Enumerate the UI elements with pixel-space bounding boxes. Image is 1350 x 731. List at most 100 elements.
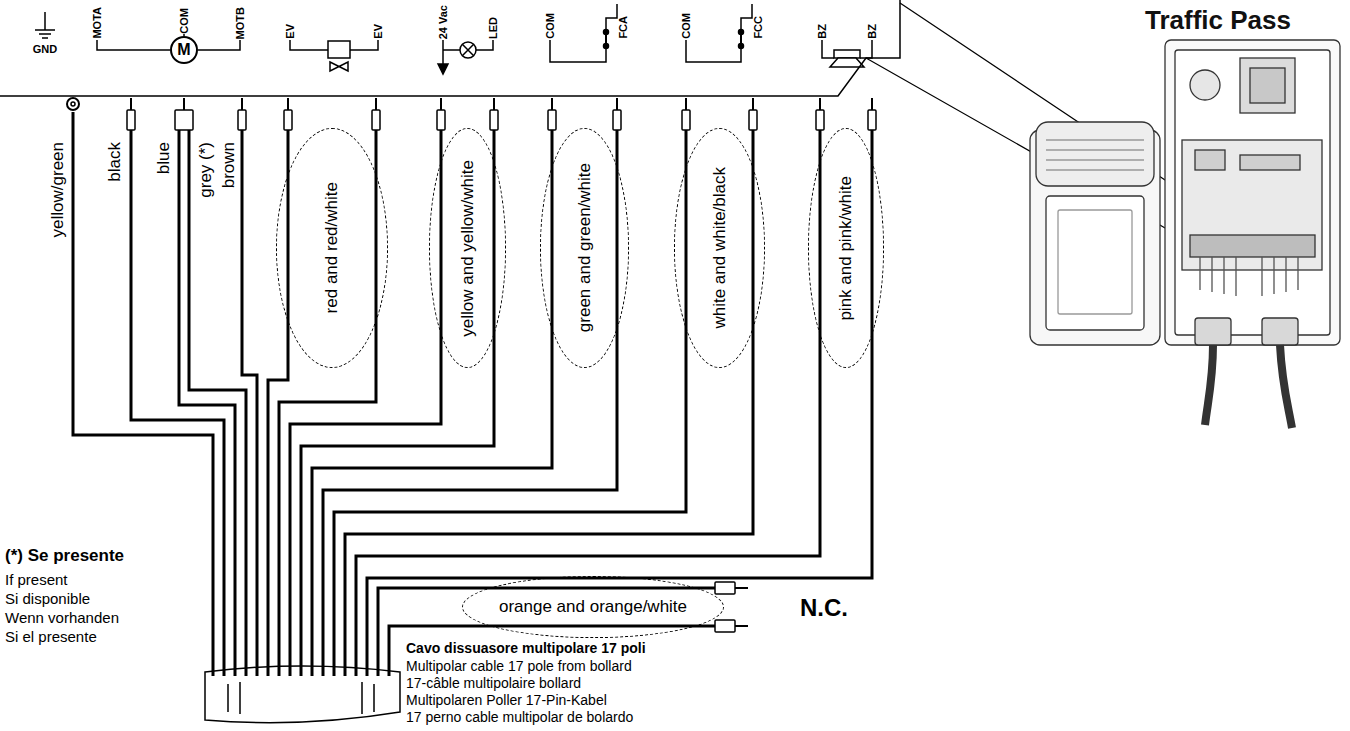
ground-symbol <box>35 12 55 38</box>
footnote: Wenn vorhanden <box>5 609 119 626</box>
cable-label: 17 perno cable multipolar de bolardo <box>406 709 633 725</box>
motor-wires <box>97 34 240 50</box>
board-outline <box>0 0 900 96</box>
terminal-name: BZ <box>816 24 829 39</box>
ferrule-pin <box>616 98 618 110</box>
wire <box>189 130 246 676</box>
lamp-cross <box>462 44 473 55</box>
wire-pair-label: white and white/black <box>710 167 730 329</box>
wire-pair-label: pink and pink/white <box>836 176 856 321</box>
buzzer-body <box>834 50 860 58</box>
wire <box>378 588 715 676</box>
terminal-name: FCC <box>752 16 765 39</box>
ferrule-pin <box>183 98 185 110</box>
ring-terminal <box>67 98 79 110</box>
ferrule-pin <box>241 98 243 110</box>
ferrule-sleeve <box>868 110 876 130</box>
wire <box>179 130 235 676</box>
ferrule-pin <box>735 625 748 627</box>
ferrule-pin <box>375 98 377 110</box>
terminal-name: FCA <box>617 16 630 39</box>
wire-color: yellow/green <box>48 142 68 237</box>
ferrule-pin <box>287 98 289 110</box>
ferrule-pin <box>685 98 687 110</box>
wire-pair-label: green and green/white <box>575 163 595 332</box>
wire-color: blue <box>154 142 174 174</box>
lamp-wires <box>443 40 493 70</box>
wire-pair-group: orange and orange/white <box>462 576 724 638</box>
terminal-name: EV <box>284 24 297 39</box>
wire-pair-group: pink and pink/white <box>808 128 884 368</box>
wire <box>279 130 376 676</box>
terminal-name: GND <box>33 43 57 56</box>
ferrule-sleeve <box>613 110 621 130</box>
footnote: If present <box>5 571 68 588</box>
contact-blade <box>740 32 742 46</box>
terminal-name: 24 Vac <box>437 5 450 39</box>
wire <box>367 130 872 676</box>
ferrule-sleeve <box>238 110 246 130</box>
wire-pair-group: yellow and yellow/white <box>429 128 506 368</box>
ferrules <box>67 98 876 632</box>
cable-label: Multipolaren Poller 17-Pin-Kabel <box>406 692 607 708</box>
ferrule-pin <box>493 98 495 110</box>
terminal-symbols <box>35 4 872 74</box>
ferrule-pin <box>130 98 132 110</box>
wire <box>345 130 753 676</box>
motor-symbol: M <box>170 36 198 64</box>
footnote: (*) Se presente <box>5 546 124 566</box>
terminal-name: COM <box>178 8 191 34</box>
wire-pair-label: red and red/white <box>322 182 342 313</box>
limit-switch-a <box>550 4 617 62</box>
ferrule-pin <box>871 98 873 110</box>
wire-pair-group: green and green/white <box>540 128 629 368</box>
motor-letter: M <box>177 42 190 58</box>
ring-hole <box>71 102 75 106</box>
ferrule-sleeve <box>175 110 193 130</box>
cable-label: 17-câble multipolaire bollard <box>406 675 581 691</box>
ferrule-sleeve <box>816 110 824 130</box>
valve-symbol <box>330 62 348 71</box>
ferrule-sleeve <box>284 110 292 130</box>
cable-label: Cavo dissuasore multipolare 17 poli <box>406 640 646 656</box>
device-title: Traffic Pass <box>1145 6 1291 36</box>
terminal-name: MOTA <box>91 7 104 39</box>
footnote: Si el presente <box>5 628 97 645</box>
terminal-name: COM <box>680 13 693 39</box>
wire <box>356 130 820 676</box>
ferrule-pin <box>819 98 821 110</box>
ferrule-sleeve <box>682 110 690 130</box>
wire-color: brown <box>219 142 239 188</box>
wire-pair-label: orange and orange/white <box>499 597 687 617</box>
ferrule-pin <box>551 98 553 110</box>
buzzer-wires <box>822 40 872 58</box>
wire <box>334 130 686 676</box>
arrow-head <box>438 64 448 74</box>
cable-label: Multipolar cable 17 pole from bollard <box>406 658 632 674</box>
ferrule-pin <box>735 587 748 589</box>
ferrule-sleeve <box>749 110 757 130</box>
ferrule-sleeve <box>372 110 380 130</box>
terminal-name: LED <box>487 17 500 39</box>
terminal-name: EV <box>372 24 385 39</box>
ferrule-pin <box>752 98 754 110</box>
wire-pair-group: white and white/black <box>674 128 765 368</box>
wire-color: black <box>105 142 125 182</box>
wire-pair-label: yellow and yellow/white <box>458 160 478 337</box>
ferrule-sleeve <box>127 110 135 130</box>
ferrule-sleeve <box>490 110 498 130</box>
wire <box>389 626 715 676</box>
control-box-illustration <box>1030 40 1340 428</box>
ferrule-sleeve <box>715 582 735 594</box>
wire <box>242 130 257 676</box>
wires <box>73 112 872 676</box>
ferrule-sleeve <box>548 110 556 130</box>
contact-blade <box>605 32 607 46</box>
lamp-symbol <box>460 42 476 58</box>
wire <box>312 130 552 676</box>
ferrule-pin <box>440 98 442 110</box>
valve-coil <box>328 41 350 58</box>
ferrule-sleeve <box>715 620 735 632</box>
wire-color: grey (*) <box>196 142 216 198</box>
